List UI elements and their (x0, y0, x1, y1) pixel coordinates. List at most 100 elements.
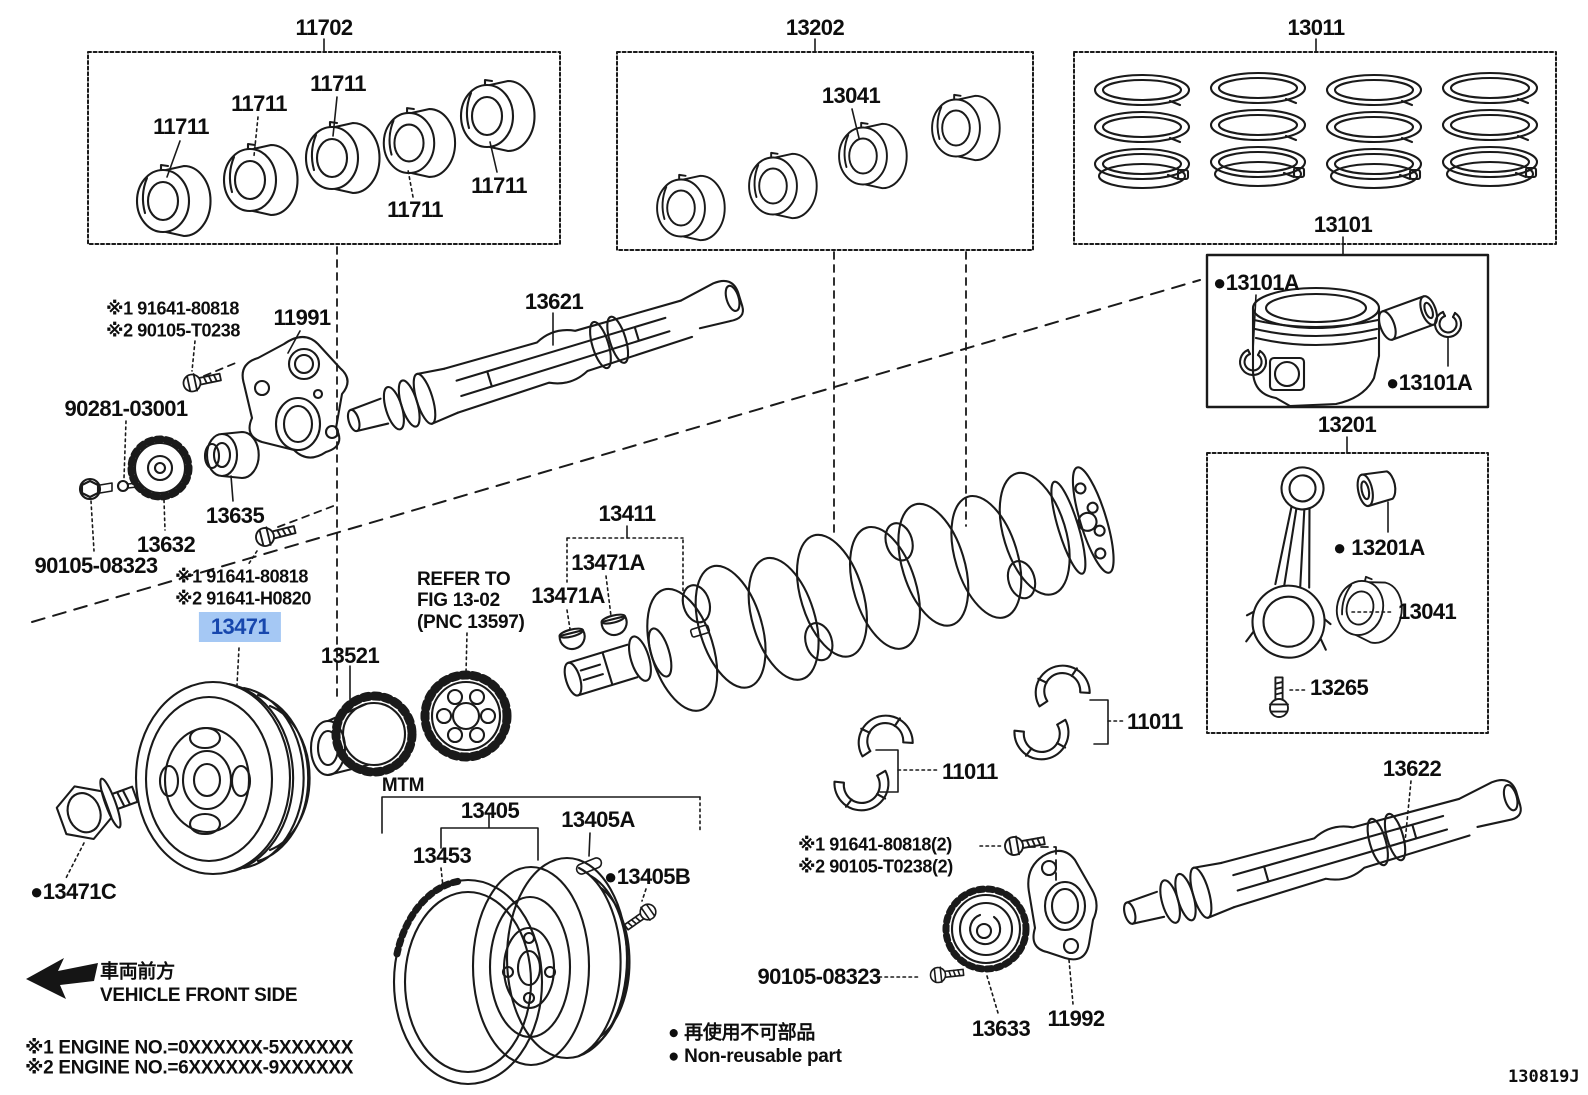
part-label-90281-03001[interactable]: 90281-03001 (64, 396, 188, 421)
part-label-13471A[interactable]: 13471A (531, 583, 605, 608)
bolt-drawing (928, 964, 965, 985)
refer-note-line2: FIG 13-02 (417, 590, 500, 611)
main-bearing-drawing (382, 107, 457, 178)
part-label-13265[interactable]: 13265 (1310, 675, 1369, 700)
bolt-drawing (181, 367, 223, 394)
part-label-13011[interactable]: 13011 (1287, 15, 1346, 40)
legend-non-reusable-en: ● Non-reusable part (668, 1046, 842, 1067)
flywheel-key-drawing (575, 857, 603, 875)
piston-ring-set-drawing (1441, 71, 1539, 188)
part-label-11711[interactable]: 11711 (387, 197, 443, 222)
part-label-13405B[interactable]: ●13405B (604, 864, 691, 889)
part-label-13471-selected[interactable]: 13471 (198, 612, 282, 642)
vehicle-front-en: VEHICLE FRONT SIDE (100, 985, 298, 1006)
vehicle-front-jp: 車両前方 (100, 961, 175, 983)
part-label-13405[interactable]: 13405 (460, 798, 520, 823)
rod-bearing-drawing (656, 173, 726, 242)
part-label-11711[interactable]: 11711 (310, 71, 366, 96)
main-bearing-drawing (459, 78, 536, 153)
rod-bushing-drawing (1356, 470, 1397, 508)
pulley-bolt-drawing (55, 777, 139, 841)
crankshaft-drawing (563, 466, 1115, 712)
main-bearing-drawing (304, 120, 381, 195)
pin-snap-ring-drawing (1433, 310, 1463, 339)
thrust-washer-drawing (1012, 718, 1075, 766)
refer-note-line1: REFER TO (417, 569, 511, 590)
note-bolt-c2: ※2 90105-T0238(2) (798, 856, 953, 877)
part-label-13471C[interactable]: ●13471C (30, 879, 117, 904)
part-label-11991[interactable]: 11991 (273, 305, 332, 330)
mtm-label: MTM (381, 775, 425, 796)
part-label-90105-08323[interactable]: 90105-08323 (34, 553, 158, 578)
rod-bearing-drawing (838, 121, 908, 190)
sprocket-13597-drawing (420, 670, 512, 762)
woodruff-key-drawing (599, 611, 631, 639)
piston-ring-set-drawing (1209, 71, 1307, 188)
part-label-13405A[interactable]: 13405A (561, 807, 635, 832)
part-label-13632[interactable]: 13632 (136, 532, 196, 557)
part-label-13622[interactable]: 13622 (1382, 756, 1442, 781)
rod-bearing-drawing (931, 93, 1001, 162)
pulley-13633-drawing (942, 885, 1030, 973)
box-piston-ring-set (1073, 51, 1557, 245)
part-label-13101A[interactable]: ●13101A (1213, 270, 1300, 295)
piston-drawing (1251, 286, 1381, 408)
part-label-13041[interactable]: 13041 (821, 83, 881, 108)
sprocket-13521-drawing (309, 691, 417, 777)
balance-shaft-13622-drawing (1116, 775, 1528, 941)
part-label-13201[interactable]: 13201 (1317, 412, 1377, 437)
refer-note-line3: (PNC 13597) (417, 612, 525, 633)
collar-13635-drawing (203, 430, 260, 480)
part-label-11711[interactable]: 11711 (153, 114, 209, 139)
rod-bolt-drawing (1269, 676, 1289, 718)
part-label-13411[interactable]: 13411 (598, 501, 657, 526)
part-label-13041[interactable]: 13041 (1398, 599, 1457, 624)
part-label-13202[interactable]: 13202 (785, 15, 845, 40)
part-label-11702[interactable]: 11702 (295, 15, 354, 40)
front-direction-arrow (26, 958, 98, 999)
note-bolt-c1: ※1 91641-80818(2) (798, 834, 952, 855)
part-label-13471A[interactable]: 13471A (571, 550, 645, 575)
part-label-13621[interactable]: 13621 (524, 289, 584, 314)
gear-13632-drawing (127, 435, 193, 501)
ring-gear-13453-drawing (392, 877, 544, 1086)
note-bolt-a2: ※2 90105-T0238 (106, 320, 240, 341)
thrust-washer-drawing (1028, 658, 1092, 708)
note-bolt-b2: ※2 91641-H0820 (175, 588, 312, 609)
part-label-13453[interactable]: 13453 (412, 843, 472, 868)
bolt-90105-08323-drawing (78, 477, 113, 501)
part-label-11711[interactable]: 11711 (231, 91, 287, 116)
part-label-11011[interactable]: 11011 (942, 759, 998, 784)
part-label-13101[interactable]: 13101 (1313, 212, 1373, 237)
crank-key-drawing (689, 624, 711, 638)
part-label-13633[interactable]: 13633 (971, 1016, 1031, 1041)
flywheel-13405-drawing (471, 856, 631, 1067)
part-label-13201A[interactable]: ● 13201A (1333, 535, 1425, 560)
piston-ring-set-drawing (1325, 73, 1423, 190)
bolt-drawing (1002, 830, 1047, 858)
connecting-rod-drawing (1245, 466, 1332, 659)
part-label-90105-08323[interactable]: 90105-08323 (757, 964, 881, 989)
flywheel-bolt-drawing (620, 900, 660, 935)
part-label-13521[interactable]: 13521 (320, 643, 380, 668)
main-bearing-drawing (222, 142, 299, 217)
rod-bearing-drawing (748, 151, 818, 220)
engine-no-note-1: ※1 ENGINE NO.=0XXXXXX-5XXXXXX (25, 1037, 354, 1059)
note-bolt-a1: ※1 91641-80818 (106, 298, 240, 319)
piston-ring-set-drawing (1093, 73, 1191, 190)
crank-pulley-drawing (134, 680, 311, 876)
box-rod-bearing-set (616, 51, 1034, 251)
engine-no-note-2: ※2 ENGINE NO.=6XXXXXX-9XXXXXX (25, 1057, 354, 1079)
part-label-13101A[interactable]: ●13101A (1386, 370, 1473, 395)
screw-90281-drawing (116, 479, 138, 493)
part-label-11992[interactable]: 11992 (1047, 1006, 1106, 1031)
piston-pin-drawing (1377, 295, 1439, 341)
legend-non-reusable-jp: ● 再使用不可部品 (668, 1022, 816, 1044)
part-label-11711[interactable]: 11711 (471, 173, 527, 198)
main-bearing-drawing (135, 163, 212, 238)
part-label-11011[interactable]: 11011 (1127, 709, 1183, 734)
box-piston-set (1205, 253, 1490, 409)
part-label-13635[interactable]: 13635 (205, 503, 265, 528)
